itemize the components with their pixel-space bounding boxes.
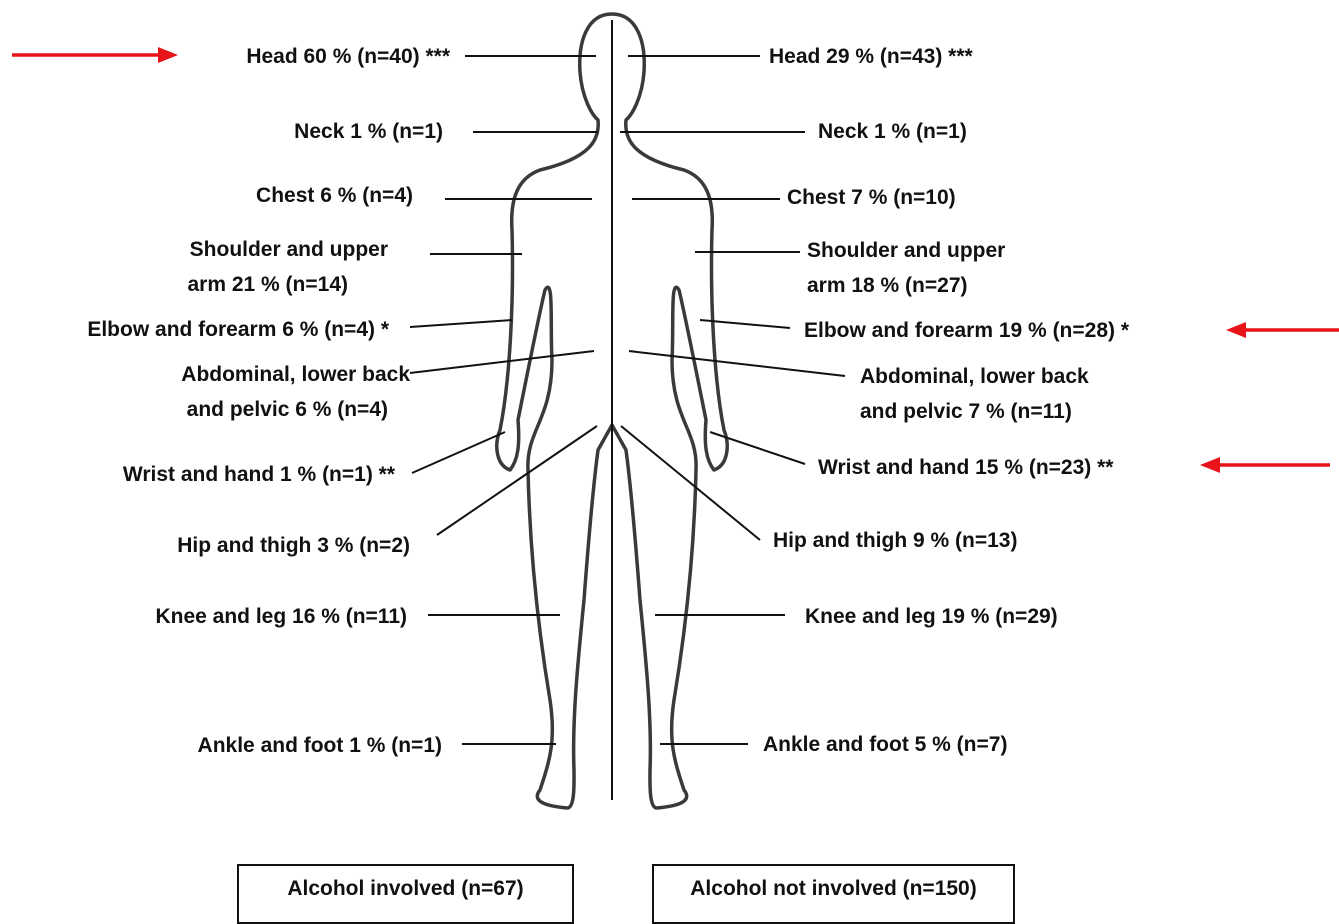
label-right-shoulder-line1: Shoulder and upper bbox=[807, 239, 1005, 262]
label-right-head: Head 29 % (n=43) *** bbox=[769, 45, 974, 68]
label-right-chest: Chest 7 % (n=10) bbox=[787, 186, 956, 209]
label-right-knee: Knee and leg 19 % (n=29) bbox=[805, 605, 1058, 628]
label-left-chest: Chest 6 % (n=4) bbox=[256, 184, 413, 207]
label-left-ankle: Ankle and foot 1 % (n=1) bbox=[198, 734, 442, 757]
label-right-shoulder-line2: arm 18 % (n=27) bbox=[807, 274, 968, 297]
label-left-head: Head 60 % (n=40) *** bbox=[246, 45, 451, 68]
label-left-neck: Neck 1 % (n=1) bbox=[294, 120, 443, 143]
label-left-shoulder-line1: Shoulder and upper bbox=[190, 238, 388, 261]
arrow-left-pointing-icon bbox=[1200, 457, 1330, 473]
label-right-ankle: Ankle and foot 5 % (n=7) bbox=[763, 733, 1007, 756]
leader-left-elbow bbox=[410, 320, 512, 327]
legend-label-alcohol-not-involved: Alcohol not involved (n=150) bbox=[690, 877, 976, 901]
label-right-abdominal-line2: and pelvic 7 % (n=11) bbox=[860, 400, 1072, 423]
label-left-hip: Hip and thigh 3 % (n=2) bbox=[177, 534, 410, 557]
label-left-wrist: Wrist and hand 1 % (n=1) ** bbox=[123, 463, 396, 486]
label-right-wrist: Wrist and hand 15 % (n=23) ** bbox=[818, 456, 1114, 479]
legend-box-alcohol-involved: Alcohol involved (n=67) bbox=[237, 864, 574, 924]
label-right-neck: Neck 1 % (n=1) bbox=[818, 120, 967, 143]
label-left-shoulder-line2: arm 21 % (n=14) bbox=[188, 273, 349, 296]
label-left-knee: Knee and leg 16 % (n=11) bbox=[155, 605, 407, 628]
label-left-abdominal-line1: Abdominal, lower back bbox=[181, 363, 410, 386]
arrow-right-pointing-icon bbox=[12, 47, 178, 63]
label-right-abdominal-line1: Abdominal, lower back bbox=[860, 365, 1089, 388]
label-left-elbow: Elbow and forearm 6 % (n=4) * bbox=[87, 318, 389, 341]
legend-box-alcohol-not-involved: Alcohol not involved (n=150) bbox=[652, 864, 1015, 924]
arrow-left-pointing-icon bbox=[1226, 322, 1339, 338]
leader-left-abdominal bbox=[410, 351, 594, 373]
leader-right-hip bbox=[621, 426, 760, 540]
leader-left-wrist bbox=[412, 432, 505, 473]
leader-right-abdominal bbox=[629, 351, 845, 376]
label-right-hip: Hip and thigh 9 % (n=13) bbox=[773, 529, 1017, 552]
legend-label-alcohol-involved: Alcohol involved (n=67) bbox=[287, 877, 523, 901]
label-right-elbow: Elbow and forearm 19 % (n=28) * bbox=[804, 319, 1130, 342]
label-left-abdominal-line2: and pelvic 6 % (n=4) bbox=[187, 398, 388, 421]
